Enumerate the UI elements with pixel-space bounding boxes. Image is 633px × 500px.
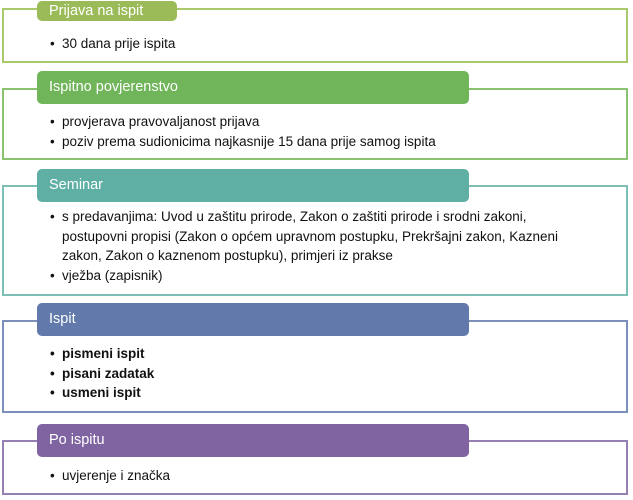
stage-header: Seminar <box>37 169 469 202</box>
stage-items: provjerava pravovaljanost prijava poziv … <box>50 112 580 151</box>
list-item: pismeni ispit <box>50 344 580 364</box>
stage-items: pismeni ispit pisani zadatak usmeni ispi… <box>50 344 580 403</box>
stage-items: uvjerenje i značka <box>50 466 580 486</box>
list-item: usmeni ispit <box>50 383 580 403</box>
list-item: poziv prema sudionicima najkasnije 15 da… <box>50 132 580 152</box>
list-item: uvjerenje i značka <box>50 466 580 486</box>
stage-header: Po ispitu <box>37 424 469 457</box>
list-item: vježba (zapisnik) <box>50 266 570 286</box>
stage-items: 30 dana prije ispita <box>50 34 580 54</box>
list-item: pisani zadatak <box>50 364 580 384</box>
list-item: s predavanjima: Uvod u zaštitu prirode, … <box>50 207 570 266</box>
stage-header: Ispit <box>37 303 469 336</box>
stage-header: Prijava na ispit <box>37 1 177 21</box>
stage-header: Ispitno povjerenstvo <box>37 71 469 104</box>
list-item: 30 dana prije ispita <box>50 34 580 54</box>
list-item: provjerava pravovaljanost prijava <box>50 112 580 132</box>
stage-items: s predavanjima: Uvod u zaštitu prirode, … <box>50 207 570 285</box>
